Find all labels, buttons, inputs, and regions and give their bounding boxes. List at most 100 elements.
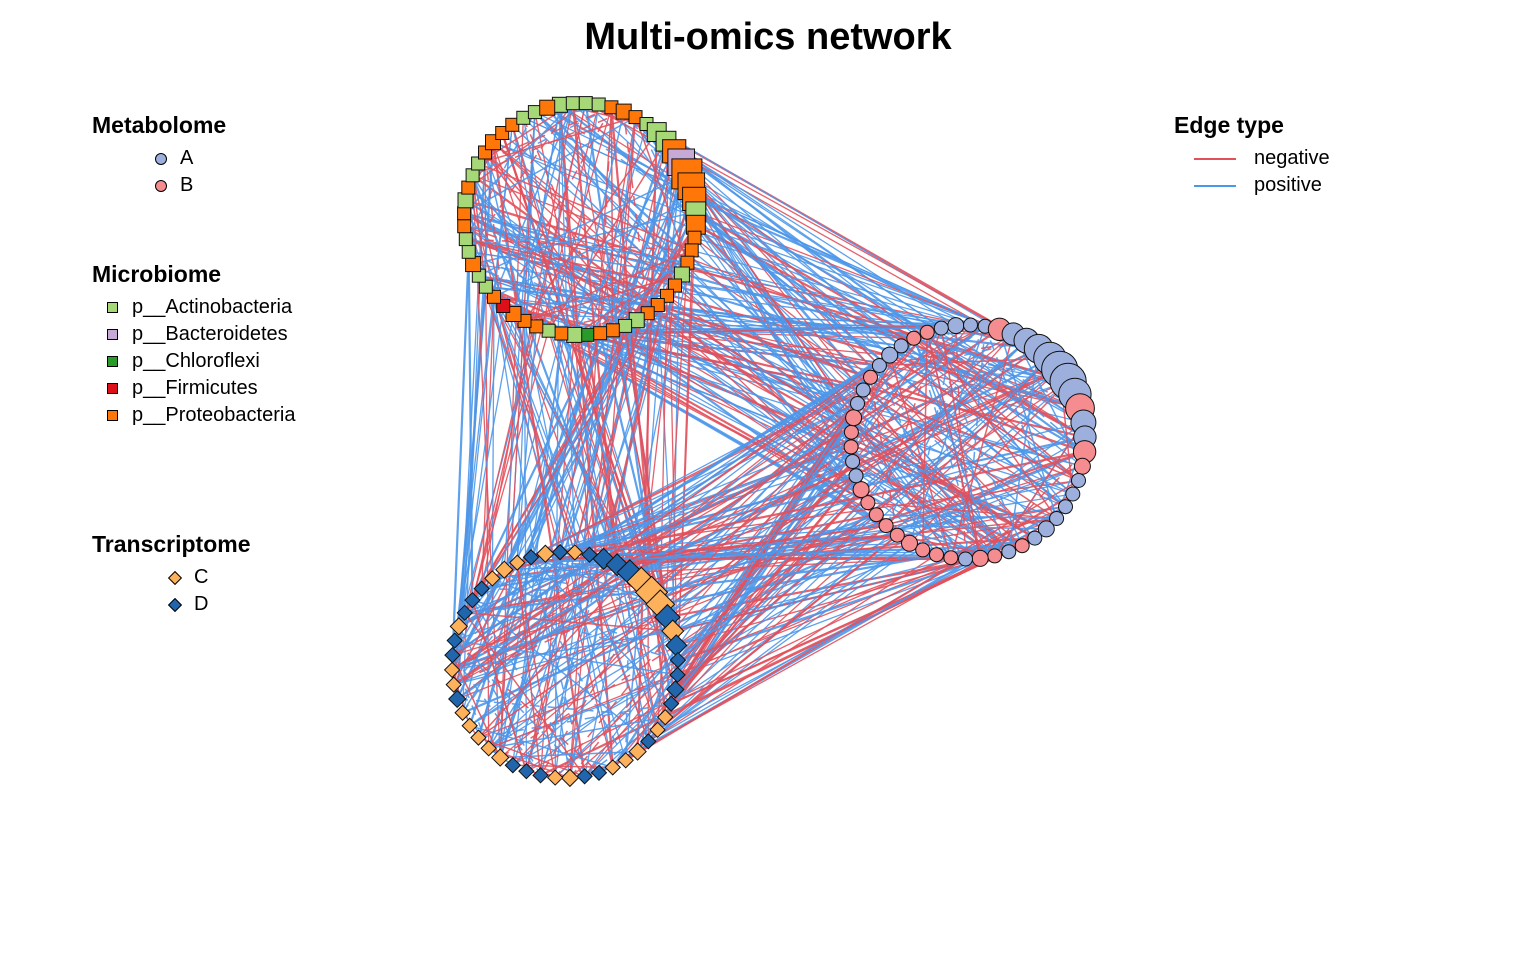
network-edge bbox=[453, 591, 652, 686]
network-edge bbox=[908, 326, 986, 544]
network-node-metabolome bbox=[1058, 499, 1073, 515]
network-node-microbiome bbox=[541, 323, 556, 338]
network-edge bbox=[512, 764, 613, 769]
network-node-microbiome bbox=[684, 243, 699, 258]
network-edge bbox=[950, 333, 1015, 558]
network-edge bbox=[469, 724, 614, 769]
network-edge bbox=[634, 116, 689, 263]
network-edge bbox=[635, 116, 1051, 359]
network-node-microbiome bbox=[605, 323, 620, 338]
network-edge bbox=[530, 557, 586, 777]
network-node-microbiome bbox=[593, 326, 608, 341]
network-node-transcriptome bbox=[456, 604, 473, 622]
network-node-metabolome bbox=[1001, 544, 1017, 560]
network-edge bbox=[889, 354, 1079, 482]
network-edge bbox=[994, 422, 1085, 557]
network-edge bbox=[530, 556, 661, 606]
network-edge bbox=[503, 112, 536, 570]
network-edge bbox=[686, 173, 996, 557]
network-edge bbox=[875, 327, 943, 515]
network-node-transcriptome bbox=[666, 680, 685, 699]
network-edge bbox=[464, 506, 1066, 614]
network-edge bbox=[950, 479, 1079, 559]
network-edge bbox=[463, 212, 575, 336]
network-edge bbox=[686, 173, 1036, 539]
network-edge bbox=[504, 450, 1085, 571]
network-edge bbox=[677, 198, 695, 661]
network-edge bbox=[574, 141, 667, 553]
legend-item-negative: negative bbox=[1174, 145, 1330, 172]
network-node-transcriptome bbox=[509, 554, 526, 571]
line-icon bbox=[1194, 185, 1236, 187]
network-node-transcriptome bbox=[662, 695, 680, 712]
network-node-metabolome bbox=[852, 481, 870, 499]
network-node-metabolome bbox=[906, 330, 922, 346]
network-edge bbox=[624, 572, 631, 761]
network-edge bbox=[670, 537, 1036, 705]
network-edge bbox=[511, 124, 676, 287]
network-edge bbox=[451, 251, 470, 670]
network-node-microbiome bbox=[580, 327, 595, 342]
network-edge bbox=[546, 107, 697, 213]
network-node-transcriptome bbox=[473, 580, 490, 597]
legend-item-positive: positive bbox=[1174, 172, 1330, 199]
network-edge bbox=[885, 325, 986, 526]
network-edge bbox=[503, 161, 683, 571]
network-edge bbox=[454, 639, 600, 774]
network-node-transcriptome bbox=[518, 762, 535, 780]
network-edge bbox=[484, 152, 526, 322]
legend-label: negative bbox=[1254, 147, 1330, 169]
network-node-metabolome bbox=[863, 369, 878, 385]
network-edge bbox=[1008, 348, 1040, 552]
network-edge bbox=[998, 329, 1058, 519]
network-edge bbox=[454, 313, 515, 641]
network-edge bbox=[851, 354, 891, 462]
diamond-icon bbox=[167, 597, 183, 613]
network-edge bbox=[454, 639, 678, 676]
network-edge bbox=[493, 102, 574, 298]
square-icon bbox=[107, 383, 118, 394]
network-edge bbox=[451, 551, 561, 656]
network-node-transcriptome bbox=[504, 757, 522, 774]
network-node-transcriptome bbox=[446, 632, 463, 649]
network-edge bbox=[453, 328, 1001, 686]
network-edge bbox=[625, 333, 1014, 761]
network-node-microbiome bbox=[591, 97, 606, 112]
square-icon bbox=[107, 329, 118, 340]
network-node-microbiome bbox=[461, 244, 476, 259]
network-node-transcriptome bbox=[448, 689, 467, 709]
network-edge bbox=[625, 493, 1074, 762]
network-node-microbiome bbox=[668, 278, 682, 293]
legend-label: positive bbox=[1254, 174, 1322, 196]
network-edge bbox=[463, 213, 627, 761]
network-edge bbox=[488, 716, 666, 750]
network-node-microbiome bbox=[566, 326, 583, 343]
network-node-microbiome bbox=[687, 230, 702, 245]
legend-label: p__Chloroflexi bbox=[132, 350, 260, 372]
network-edge bbox=[471, 107, 613, 601]
network-edge bbox=[857, 402, 1023, 547]
network-edge bbox=[451, 325, 986, 671]
network-edge bbox=[554, 104, 561, 778]
network-edge bbox=[477, 106, 612, 165]
network-edge bbox=[657, 357, 1051, 731]
network-edge bbox=[451, 654, 501, 758]
network-node-transcriptome bbox=[657, 708, 674, 726]
network-edge bbox=[673, 150, 1074, 495]
network-edge bbox=[461, 551, 561, 714]
legend-transcriptome-title: Transcriptome bbox=[92, 531, 251, 557]
legend-item-b: B bbox=[92, 172, 226, 199]
network-edge bbox=[573, 150, 675, 336]
network-node-metabolome bbox=[871, 358, 887, 373]
network-edge bbox=[547, 140, 667, 332]
network-node-microbiome bbox=[539, 99, 556, 116]
network-edge bbox=[504, 325, 986, 571]
network-edge bbox=[913, 338, 981, 559]
chart-title: Multi-omics network bbox=[584, 16, 952, 58]
network-edge bbox=[523, 131, 658, 322]
legend-microbiome: Microbiome p__Actinobacteria p__Bacteroi… bbox=[92, 261, 295, 429]
network-node-microbiome bbox=[458, 232, 473, 247]
network-edge bbox=[481, 296, 495, 589]
network-edge bbox=[695, 211, 1000, 330]
network-edge bbox=[471, 174, 575, 336]
